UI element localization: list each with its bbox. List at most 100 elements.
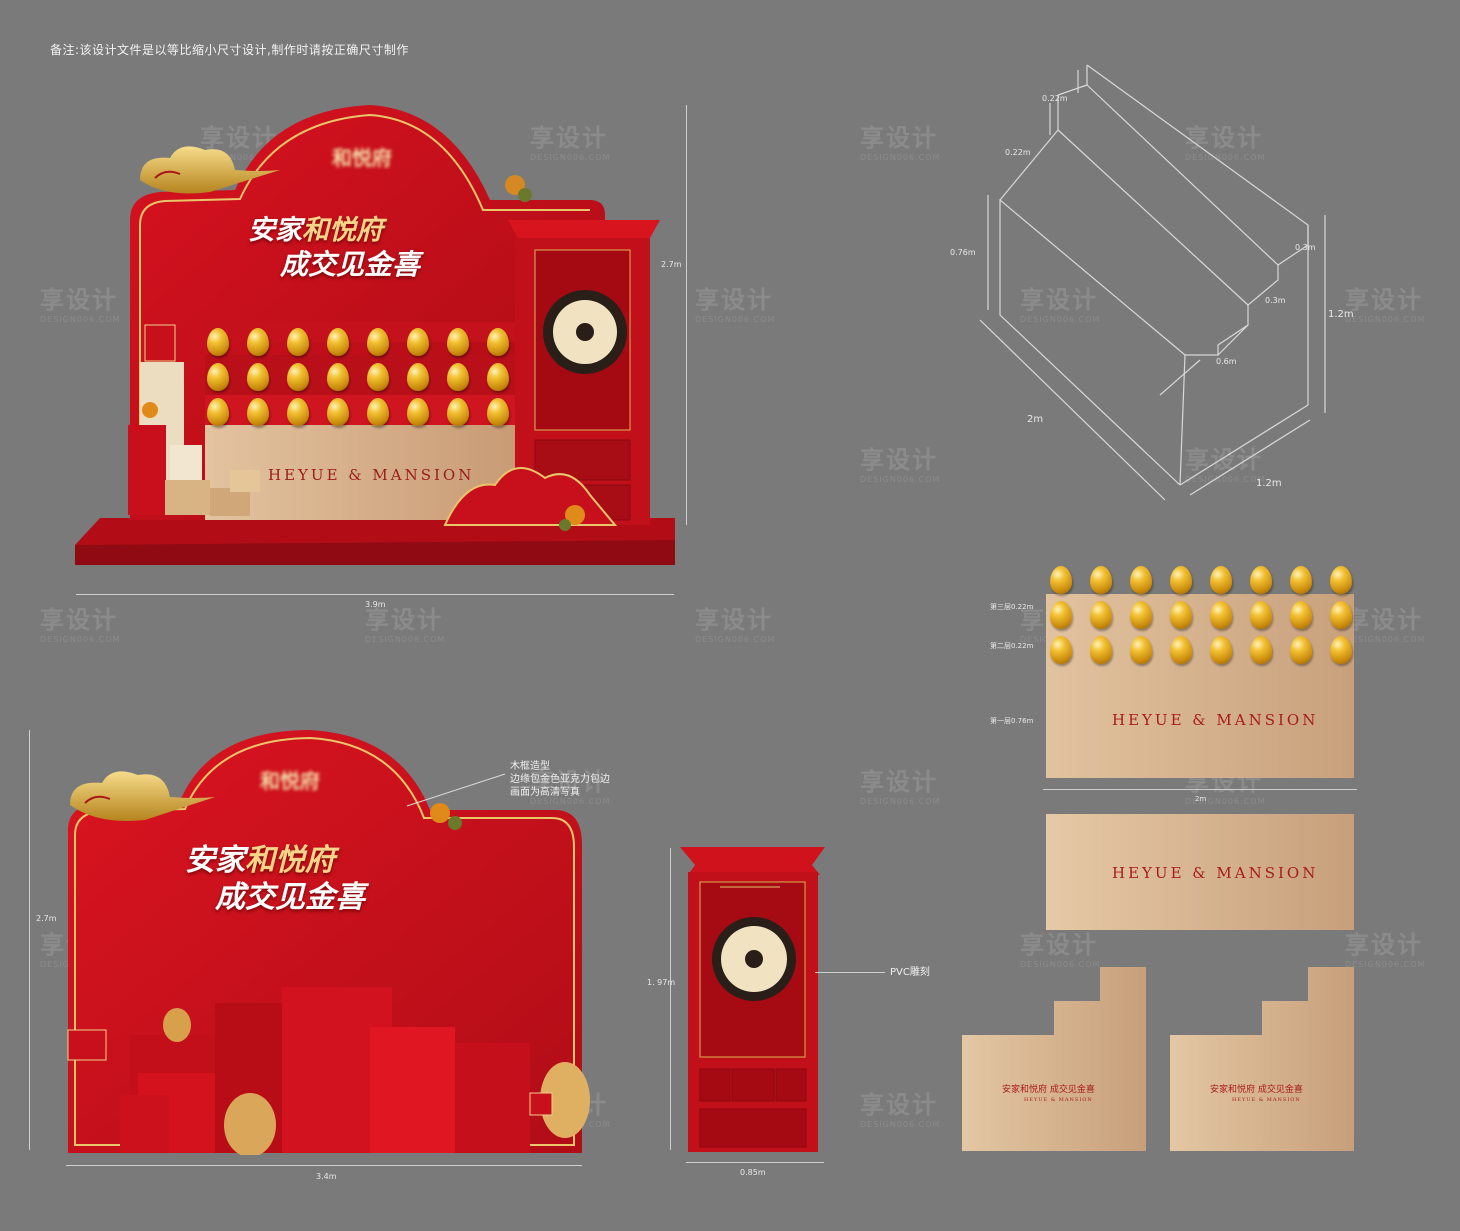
backdrop-logo: 和悦府	[260, 769, 320, 793]
back-panel-brand: HEYUE & MANSION	[1112, 864, 1319, 882]
backdrop-width-line	[66, 1165, 582, 1166]
side-panel-left: 安家和悦府 成交见金喜 HEYUE & MANSION	[962, 967, 1146, 1151]
golden-egg	[447, 398, 469, 426]
slogan-gold: 和悦府	[302, 215, 383, 246]
callout-line-1: 木框造型	[510, 761, 550, 772]
backdrop: 和悦府 安家和悦府 成交见金喜	[60, 725, 590, 1155]
main-booth-brand: HEYUE & MANSION	[268, 466, 475, 484]
gong-callout-line	[815, 972, 885, 973]
golden-egg	[1170, 601, 1192, 629]
golden-egg	[1050, 636, 1072, 664]
golden-egg	[1210, 566, 1232, 594]
golden-egg	[1130, 566, 1152, 594]
backdrop-slogan-gold: 和悦府	[245, 843, 335, 878]
main-booth-height-line	[686, 105, 687, 525]
gong-door-illustration	[680, 847, 825, 1152]
golden-egg	[207, 363, 229, 391]
golden-egg	[1250, 636, 1272, 664]
golden-egg	[1130, 636, 1152, 664]
golden-egg	[367, 328, 389, 356]
backdrop-callout-line	[406, 773, 506, 807]
golden-egg	[327, 328, 349, 356]
main-booth-slogan-line2: 成交见金喜	[280, 248, 421, 281]
backdrop-slogan-line2: 成交见金喜	[215, 880, 365, 915]
golden-egg	[1210, 601, 1232, 629]
golden-egg	[287, 398, 309, 426]
gong-height-line	[670, 848, 671, 1150]
stair-label-total-height: 1.2m	[1328, 309, 1354, 320]
side-panel-right: 安家和悦府 成交见金喜 HEYUE & MANSION	[1170, 967, 1354, 1151]
golden-egg	[207, 398, 229, 426]
golden-egg	[1330, 636, 1352, 664]
backdrop-slogan-white: 安家	[185, 843, 245, 878]
golden-egg	[1090, 636, 1112, 664]
stair-label-depth-b: 0.3m	[1265, 296, 1286, 305]
golden-egg	[407, 363, 429, 391]
side-panel-left-brand: HEYUE & MANSION	[1024, 1097, 1093, 1103]
main-booth-width-label: 3.9m	[365, 600, 386, 609]
golden-egg	[1170, 566, 1192, 594]
golden-egg	[367, 363, 389, 391]
golden-egg	[1290, 636, 1312, 664]
stair-label-front-depth: 0.6m	[1216, 357, 1237, 366]
stair-label-width: 1.2m	[1256, 478, 1282, 489]
golden-egg	[447, 363, 469, 391]
gong-width-label: 0.85m	[740, 1168, 766, 1177]
golden-egg	[487, 328, 509, 356]
side-panel-right-shape	[1170, 967, 1354, 1151]
golden-egg	[1210, 636, 1232, 664]
stair-diagram: 0.22m 0.22m 0.76m 0.3m 0.3m 0.6m 1.2m 2m…	[950, 64, 1354, 501]
callout-line-3: 画面为高清写真	[510, 787, 580, 798]
slogan-white: 安家	[248, 215, 302, 246]
golden-egg	[1290, 566, 1312, 594]
golden-egg	[407, 328, 429, 356]
backdrop-illustration	[67, 730, 590, 1155]
golden-egg	[327, 363, 349, 391]
side-panel-right-title: 安家和悦府 成交见金喜	[1210, 1085, 1303, 1095]
golden-egg	[1330, 601, 1352, 629]
golden-egg	[1290, 601, 1312, 629]
egg-shelf-width-label: 2m	[1195, 795, 1207, 803]
main-booth: 和悦府 安家和悦府 成交见金喜 HEYUE & MANSION	[70, 100, 690, 580]
golden-egg	[1250, 566, 1272, 594]
gong-door	[680, 847, 830, 1152]
golden-egg	[1130, 601, 1152, 629]
back-panel: HEYUE & MANSION	[1046, 814, 1354, 930]
golden-egg	[287, 363, 309, 391]
stair-label-base-height: 0.76m	[950, 248, 976, 257]
main-booth-width-line	[76, 594, 674, 595]
stair-label-length: 2m	[1027, 414, 1043, 425]
side-panel-right-brand: HEYUE & MANSION	[1232, 1097, 1301, 1103]
side-panel-left-shape	[962, 967, 1146, 1151]
golden-egg	[1090, 566, 1112, 594]
golden-egg	[447, 328, 469, 356]
main-booth-logo: 和悦府	[332, 146, 392, 170]
egg-shelf: HEYUE & MANSION	[1046, 566, 1354, 778]
golden-egg	[1090, 601, 1112, 629]
stair-label-second-step: 0.22m	[1005, 148, 1031, 157]
gong-width-line	[686, 1162, 824, 1163]
golden-egg	[367, 398, 389, 426]
golden-egg	[487, 363, 509, 391]
golden-egg	[327, 398, 349, 426]
backdrop-callout: 木框造型 边缘包金色亚克力包边 画面为高清写真	[510, 760, 610, 799]
gong-callout: PVC雕刻	[890, 967, 930, 978]
golden-egg	[1050, 566, 1072, 594]
golden-egg	[247, 398, 269, 426]
backdrop-height-line	[29, 730, 30, 1150]
design-note: 备注:该设计文件是以等比缩小尺寸设计,制作时请按正确尺寸制作	[50, 43, 409, 57]
egg-shelf-layer3: 第三层0.22m	[990, 603, 1034, 611]
stair-label-top-step: 0.22m	[1042, 94, 1068, 103]
golden-egg	[407, 398, 429, 426]
golden-egg	[487, 398, 509, 426]
backdrop-height-label: 2.7m	[36, 914, 57, 923]
